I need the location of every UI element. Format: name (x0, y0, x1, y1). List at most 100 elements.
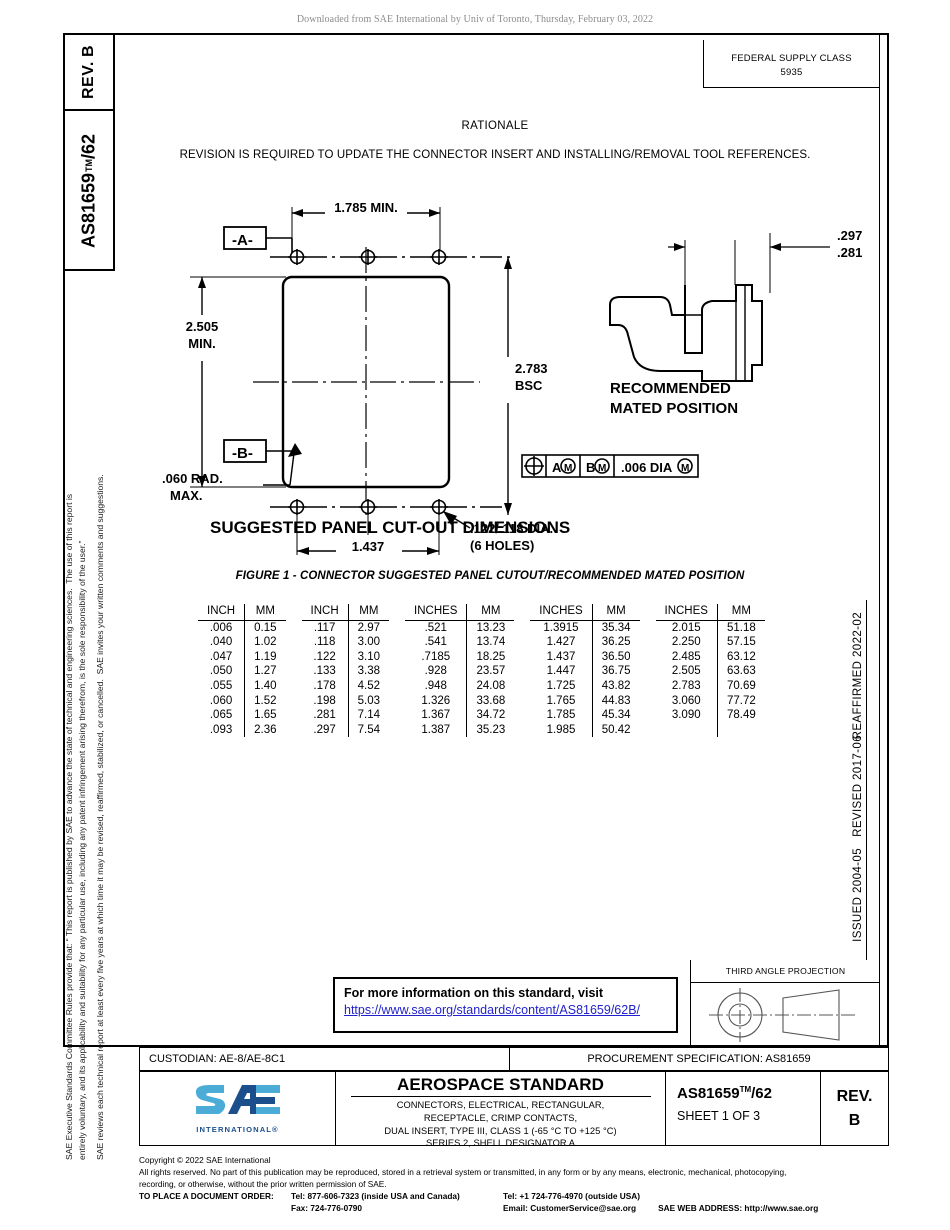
cell-inch: .541 (405, 635, 468, 650)
aerospace-standard-title: AEROSPACE STANDARD (396, 1075, 605, 1094)
cell-inch: .122 (301, 649, 349, 665)
footer-tel-intl: Tel: +1 724-776-4970 (outside USA) (503, 1191, 641, 1202)
title-block-document-cell: AS81659TM/62 SHEET 1 OF 3 (666, 1072, 821, 1145)
dim-height-left-2: MIN. (188, 336, 215, 351)
cell-inch: .060 (198, 693, 246, 709)
part-number-base: AS81659 (78, 172, 99, 248)
document-number-base: AS81659 (677, 1085, 740, 1102)
third-angle-projection-symbol (709, 988, 857, 1042)
footer-tel-usa: Tel: 877-606-7323 (inside USA and Canada… (291, 1191, 460, 1202)
cell-mm: 1.27 (254, 665, 277, 678)
cell-mm: 50.42 (601, 723, 631, 736)
cell-inch: 1.427 (530, 635, 593, 650)
cell-mm: 35.23 (476, 723, 506, 736)
cell-inch: 1.447 (530, 664, 593, 679)
federal-supply-class-label: FEDERAL SUPPLY CLASS (731, 53, 852, 64)
datum-a-label: -A- (232, 232, 253, 249)
procurement-spec-label: PROCUREMENT SPECIFICATION: AS81659 (587, 1053, 811, 1065)
rev-box: REV. B (63, 33, 115, 111)
cell-inch: 1.437 (530, 649, 593, 665)
cell-mm: 1.52 (254, 694, 277, 707)
footer-fax: Fax: 724-776-0790 (291, 1203, 363, 1214)
column-header: INCHES (405, 604, 468, 621)
title-sub-line-4: SERIES 2, SHELL DESIGNATOR A (426, 1138, 575, 1149)
title-block: INTERNATIONAL® AEROSPACE STANDARD CONNEC… (139, 1071, 889, 1148)
cell-inch: .118 (301, 635, 349, 650)
cell-mm: 1.19 (254, 650, 277, 663)
table-row: .122 3.10 (301, 649, 390, 665)
dim-height-right-1: 2.783 (515, 361, 548, 376)
drawing-frame-inner-rule (879, 33, 880, 1047)
cell-mm: 77.72 (726, 694, 756, 707)
cell-inch: .040 (198, 635, 246, 650)
figure-caption: FIGURE 1 - CONNECTOR SUGGESTED PANEL CUT… (235, 570, 745, 582)
rev-value: B (80, 44, 97, 57)
column-header: MM (466, 604, 515, 621)
table-row: .541 13.74 (405, 635, 514, 650)
cell-mm: 7.54 (357, 723, 381, 736)
column-header: MM (592, 604, 640, 621)
cell-inch: 1.326 (405, 693, 468, 709)
title-block-rev-label: REV. (836, 1087, 873, 1105)
footer-order-row-1: TO PLACE A DOCUMENT ORDER: Tel: 877-606-… (139, 1191, 939, 1203)
table-row: 1.447 36.75 (530, 664, 639, 679)
title-block-rev-cell: REV. B (821, 1072, 888, 1145)
cell-mm: 13.23 (476, 621, 506, 634)
cell-inch: .050 (198, 664, 246, 679)
column-header: INCH (301, 604, 349, 621)
rev-box-text: REV. B (63, 33, 115, 111)
rationale-title: RATIONALE (461, 120, 529, 132)
sae-logo-cell: INTERNATIONAL® (140, 1072, 336, 1145)
cell-inch: .948 (405, 678, 468, 694)
date-stamp-separator (866, 600, 867, 960)
cell-mm: 18.25 (476, 650, 506, 663)
cell-inch: .047 (198, 649, 246, 665)
figure-1-drawing: -A- -B- 1.785 MIN. 2.505 MIN. 2.783 BSC … (162, 200, 862, 555)
footer-copyright: Copyright © 2022 SAE International (139, 1155, 271, 1165)
cell-mm: 23.57 (476, 665, 506, 678)
cell-inch: 2.505 (655, 664, 718, 679)
cell-mm: 5.03 (357, 694, 381, 707)
cell-inch: 2.485 (655, 649, 718, 665)
document-number-suffix: /62 (751, 1085, 772, 1102)
cell-inch: .117 (301, 620, 349, 636)
cell-inch: 3.090 (655, 708, 718, 723)
part-number-suffix: /62 (78, 134, 99, 160)
cell-mm: 3.10 (357, 650, 381, 663)
document-number-tm: TM (739, 1085, 752, 1094)
standard-url-link[interactable]: https://www.sae.org/standards/content/AS… (344, 1003, 641, 1017)
sae-logo-subtext: INTERNATIONAL® (196, 1124, 279, 1134)
footer-spacer (139, 1203, 291, 1215)
cell-mm: 36.75 (601, 665, 631, 678)
more-information-label: For more information on this standard, v… (344, 986, 604, 1000)
cell-mm: 63.12 (726, 650, 756, 663)
cell-inch: .281 (301, 708, 349, 723)
cell-mm: 1.65 (254, 709, 277, 722)
cell-inch: 2.783 (655, 678, 718, 694)
cell-mm: 13.74 (476, 636, 506, 649)
cell-mm: 4.52 (357, 679, 381, 692)
mated-title-line-2: MATED POSITION (610, 400, 738, 417)
table-row (655, 722, 765, 738)
note-radius-2: MAX. (170, 488, 203, 503)
